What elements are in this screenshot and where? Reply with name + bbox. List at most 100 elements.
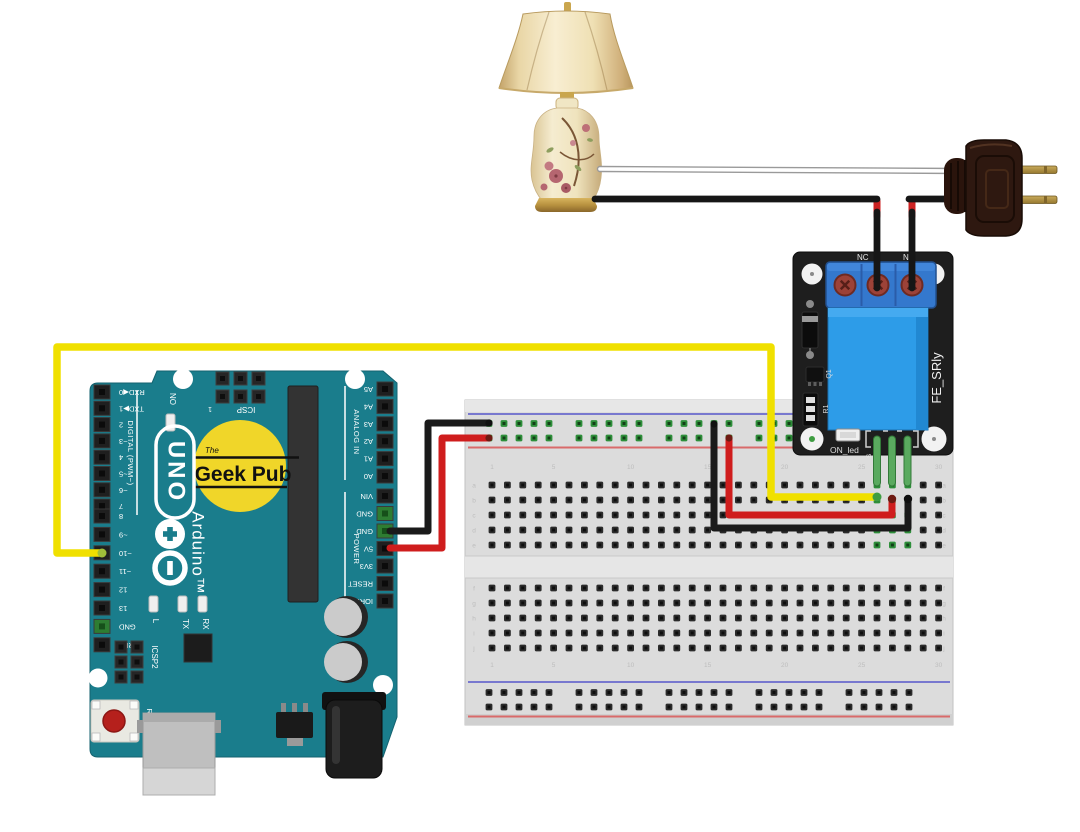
breadboard-row-letter: c xyxy=(472,513,476,520)
pin-label: 13 xyxy=(119,604,127,613)
pin-label: A0 xyxy=(364,472,373,481)
signal-pin-label: S xyxy=(866,453,873,458)
breadboard-row-letter: e xyxy=(472,543,476,550)
breadboard-row-letter: f xyxy=(943,586,945,593)
pin-label: 8 xyxy=(119,512,123,521)
breadboard-row-letter: d xyxy=(942,528,946,535)
breadboard-row-letter: i xyxy=(943,631,944,638)
relay-body xyxy=(827,307,929,431)
breadboard-row-letter: g xyxy=(942,601,946,608)
icsp-label: ICSP xyxy=(237,405,256,414)
breadboard-column-number: 15 xyxy=(704,662,712,669)
mount-hole xyxy=(373,675,393,695)
icsp-pin1-label: 1 xyxy=(208,405,212,412)
reset-button xyxy=(90,699,140,743)
analog-banner: ANALOG IN xyxy=(352,409,361,454)
breadboard-row-letter: a xyxy=(472,483,476,490)
rail-gnd-to-relay-black xyxy=(710,420,912,532)
capacitor xyxy=(324,596,368,638)
breadboard-row-letter: c xyxy=(942,513,946,520)
pin-label: 2 xyxy=(119,421,123,430)
pin-label: ~3 xyxy=(119,437,128,446)
tx-rx-leds: L TX RX xyxy=(148,595,210,630)
wire-end-cap xyxy=(725,434,733,442)
breadboard-row-letter: j xyxy=(942,646,944,653)
usb-connector xyxy=(137,712,221,796)
wire-end-cap xyxy=(903,494,913,504)
status-led-label: ON_led xyxy=(830,445,859,455)
pin-label: RXD◀0 xyxy=(119,388,145,397)
pin-label: RESET xyxy=(348,580,373,589)
pin-label: AREF xyxy=(119,641,139,650)
breadboard-column-number: 20 xyxy=(781,662,789,669)
geek-pub-logo xyxy=(194,420,286,512)
uno-badge-outline xyxy=(154,424,196,520)
capacitor xyxy=(324,641,368,683)
breadboard-row-letter: f xyxy=(473,586,475,593)
power-plug xyxy=(944,139,1058,237)
icsp-header xyxy=(215,371,266,404)
maker-label: Arduino™ xyxy=(189,511,208,595)
terminal-label-nc: NC xyxy=(857,253,869,262)
transistor xyxy=(805,366,825,383)
pin-label: ~5 xyxy=(119,470,128,479)
breadboard-row-letter: b xyxy=(472,498,476,505)
wire-end-cap xyxy=(887,494,897,504)
breadboard-column-number: 15 xyxy=(704,464,712,471)
atmega-chip xyxy=(287,385,319,603)
breadboard-column-number: 20 xyxy=(781,464,789,471)
pin-label: 5V xyxy=(364,545,373,554)
pin-label: A3 xyxy=(364,420,373,429)
arduino-infinity-logo xyxy=(152,519,188,586)
icsp2-label: ICSP2 xyxy=(150,645,159,669)
arduino-gnd-black xyxy=(386,419,493,535)
breadboard-column-number: 5 xyxy=(552,464,556,471)
breadboard-center-channel xyxy=(465,556,953,578)
relay-module-label: FE_SRly xyxy=(929,352,944,404)
wire-end-cap xyxy=(485,434,493,442)
power-banner: POWER xyxy=(352,534,361,565)
breadboard-column-number: 1 xyxy=(490,662,494,669)
led-label-rx: RX xyxy=(201,618,210,630)
relay-module: NC NO Q1 R1 ON_ xyxy=(792,251,954,487)
arduino-uno: 1 ICSP ON The Geek Pub UNO Arduino™ DIGI… xyxy=(88,369,398,796)
pin-label: IOREF xyxy=(350,597,373,606)
breadboard-column-number: 10 xyxy=(627,464,635,471)
breadboard-row-letter: j xyxy=(472,646,474,653)
breadboard-row-letter: g xyxy=(472,601,476,608)
pin-label: GND xyxy=(356,527,373,536)
on-label: ON xyxy=(169,393,178,405)
arduino-5v-red xyxy=(386,434,493,552)
lamp-base xyxy=(535,198,597,212)
breadboard-column-number: 5 xyxy=(552,662,556,669)
lamp-neck-ferrule xyxy=(560,92,574,99)
voltage-regulator xyxy=(276,703,313,746)
led-label-l: L xyxy=(151,619,160,624)
power-jack xyxy=(322,692,386,779)
lamp-finial xyxy=(564,2,571,13)
breadboard-column-number: 25 xyxy=(858,662,866,669)
breadboard-column-number: 1 xyxy=(490,464,494,471)
mount-hole xyxy=(173,369,193,389)
model-label: UNO xyxy=(163,441,190,503)
pin-label: VIN xyxy=(360,492,373,501)
breadboard-row-letter: b xyxy=(942,498,946,505)
breadboard-row-letter: e xyxy=(942,543,946,550)
pin-label: GND xyxy=(356,510,373,519)
icsp2-header xyxy=(114,640,144,684)
pin-label: 7 xyxy=(119,502,123,511)
breadboard-column-number: 30 xyxy=(935,464,943,471)
brand-prefix: The xyxy=(205,446,219,455)
pin-label: GND xyxy=(118,622,135,631)
breadboard-row-letter: h xyxy=(472,616,476,623)
signal-yellow-pin10 xyxy=(53,343,881,557)
plug-body xyxy=(965,139,1023,237)
pin-label: A1 xyxy=(364,455,373,464)
mount-hole xyxy=(345,369,365,389)
led-label-tx: TX xyxy=(181,619,190,630)
breadboard-row-letter: i xyxy=(473,631,474,638)
pin-label: 3V3 xyxy=(360,562,373,571)
resistor-label: R1 xyxy=(823,404,830,413)
breadboard-column-number: 25 xyxy=(858,464,866,471)
